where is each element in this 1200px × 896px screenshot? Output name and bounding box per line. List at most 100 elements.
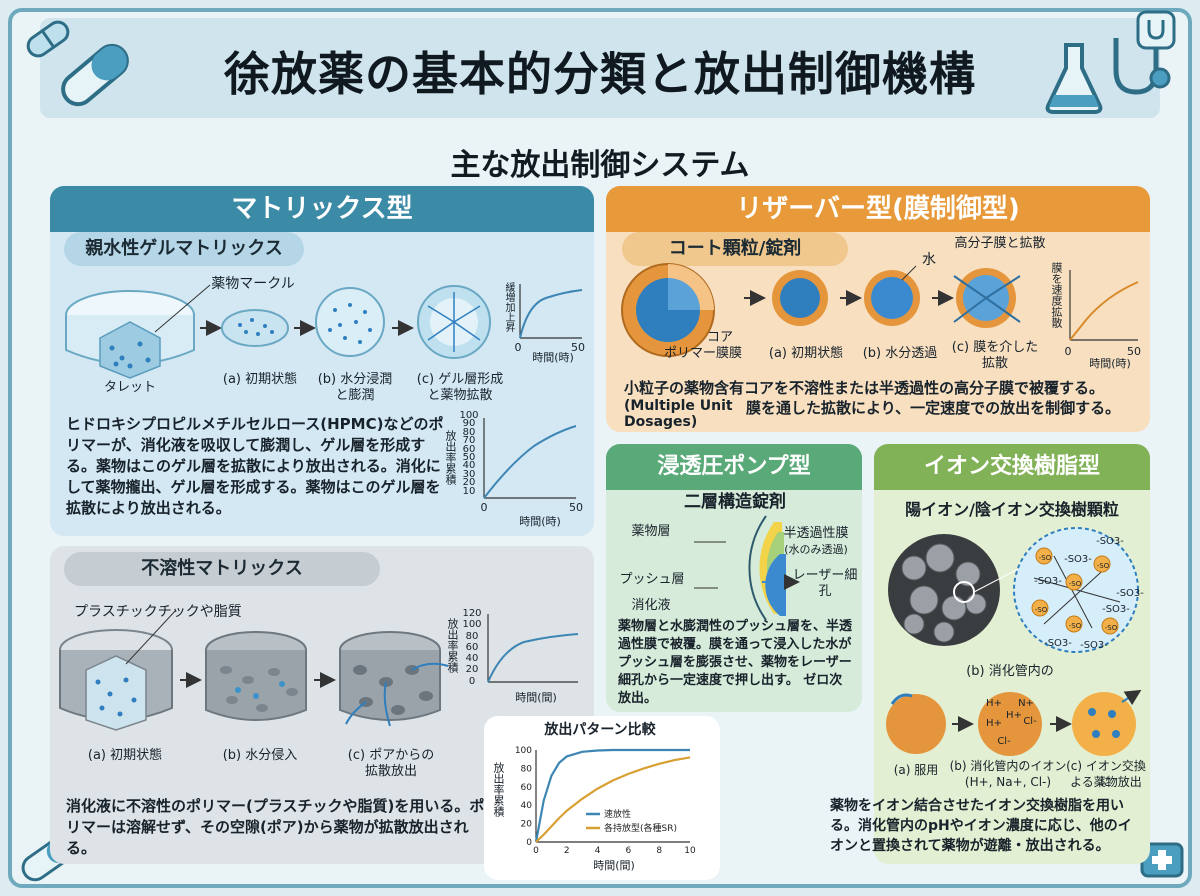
ytick: 90 — [462, 418, 476, 430]
y-tick-label: 60 — [521, 783, 533, 793]
hydrophilic-step-b1: (b) 水分浸潤 — [317, 372, 393, 387]
ion-header: イオン交換樹脂型 — [874, 444, 1150, 490]
ytick: 80 — [465, 630, 479, 642]
ytick: 30 — [462, 468, 476, 480]
tablet-label: タレット — [103, 380, 156, 395]
ion-description: 薬物をイオン結合させたイオン交換樹脂を用いる。消化管内のpHやイオン濃度に応じ、… — [830, 798, 1132, 854]
osmotic-semi-membrane: 半透過性膜 — [783, 526, 849, 541]
hydrophilic-mini-chart — [519, 284, 583, 339]
x-tick-label: 10 — [684, 846, 696, 856]
ion-step-c1: (c) イオン交換に — [1066, 759, 1146, 789]
reservoir-diagram — [621, 263, 1021, 357]
ytick: 20 — [465, 664, 479, 676]
osmotic-semi-note: (水のみ透過) — [784, 543, 848, 556]
mini-chart-x50: 50 — [571, 341, 585, 354]
resin-group: -SO3- — [1096, 536, 1124, 547]
insoluble-yticks: 120 100 80 60 40 20 0 — [460, 608, 484, 687]
release-chart-xlabel: 時間(時) — [519, 515, 561, 528]
reservoir-chart-ylabel: 膜を速度拡散 — [1050, 262, 1063, 328]
osmotic-description: 薬物層と水膨潤性のプッシュ層を、半透過性膜で被覆。膜を通って浸入した水がプッシュ… — [618, 619, 853, 706]
resin-group: -SO3- — [1064, 554, 1092, 565]
ion-symbol: H+ — [986, 718, 1002, 729]
ytick: 70 — [462, 435, 476, 447]
resin-group: -SO3- — [1044, 638, 1072, 649]
osmotic-panel: 浸透圧ポンプ型 — [606, 444, 862, 712]
x-tick-label: 2 — [564, 846, 570, 856]
ytick: 100 — [462, 619, 482, 631]
resin-group: -SO3- — [1102, 604, 1130, 615]
osmotic-push-layer: プッシュ層 — [619, 572, 685, 587]
ytick: 40 — [462, 460, 476, 472]
x-tick-label: 0 — [533, 846, 539, 856]
ion-panel: イオン交換樹脂型 — [874, 444, 1150, 864]
drug-tag: -SO — [1096, 562, 1110, 570]
hydrophilic-step-c1: (c) ゲル層形成 — [416, 372, 504, 387]
comparison-chart-xlabel: 時間(間) — [593, 859, 635, 872]
reservoir-pill: コート顆粒/錠剤 — [622, 232, 848, 266]
x-tick-label: 4 — [595, 846, 601, 856]
reservoir-core-label: コア — [706, 330, 733, 345]
resin-group: -SO3- — [1034, 576, 1062, 587]
reservoir-description-2a: (Multiple Unit — [624, 398, 733, 414]
comparison-chart-title: 放出パターン比較 — [544, 722, 656, 738]
stethoscope-icon — [1113, 38, 1171, 95]
y-tick-label: 40 — [521, 801, 533, 811]
ion-symbol: H+ — [986, 698, 1002, 709]
osmotic-laser-hole-1: レーザー細 — [792, 568, 858, 583]
drug-particle-label: 薬物マークル — [211, 276, 295, 292]
reservoir-polymer-label: ポリマー膜膜 — [663, 346, 742, 361]
ion-symbol: H+ — [1006, 710, 1022, 721]
insoluble-step-c1: (c) ポアからの — [347, 748, 435, 763]
title-band — [40, 18, 1160, 118]
reservoir-header: リザーバー型(膜制御型) — [606, 186, 1150, 232]
ytick: 60 — [462, 443, 476, 455]
insoluble-chart-xlabel: 時間(間) — [515, 691, 557, 704]
stethoscope-icon — [1136, 10, 1176, 50]
insoluble-release-chart — [487, 614, 579, 683]
insoluble-diagram — [59, 609, 449, 731]
osmotic-header: 浸透圧ポンプ型 — [606, 444, 862, 490]
legend-label: 速放性 — [604, 808, 631, 820]
page-subtitle: 主な放出制御システム — [450, 148, 750, 183]
release-chart-ylabel: 放出率累積 — [444, 430, 457, 485]
comparison-chart-card — [484, 716, 720, 880]
ytick: 80 — [462, 426, 476, 438]
insoluble-step-a: (a) 初期状態 — [87, 748, 163, 763]
hydrophilic-pill: 親水性ゲルマトリックス — [64, 232, 304, 266]
reservoir-step-b: (b) 水分透過 — [862, 346, 938, 361]
hydrophilic-step-c2: と薬物拡散 — [427, 388, 493, 403]
reservoir-chart-xlabel: 時間(時) — [1089, 357, 1131, 370]
ytick: 120 — [462, 608, 482, 619]
insoluble-description: 消化液に不溶性のポリマー(プラスチックや脂質)を用いる。ポリマーは溶解せず、その… — [66, 797, 485, 857]
reservoir-chart-x50: 50 — [1127, 345, 1141, 358]
reservoir-step-a: (a) 初期状態 — [768, 346, 844, 361]
hydrophilic-description: ヒドロキシプロピルメチルセルロース(HPMC)などのポリマーが、消化液を吸収して… — [66, 415, 444, 517]
insoluble-chart-ylabel: 放出率累積 — [446, 618, 459, 673]
drug-tag: -SO — [1068, 580, 1082, 588]
ytick: 40 — [465, 653, 479, 665]
y-tick-label: 80 — [521, 764, 533, 774]
capsule-icon — [26, 20, 70, 58]
series-line — [535, 756, 691, 843]
legend-label: 各持放型(各種SR) — [604, 822, 677, 834]
insoluble-step-b: (b) 水分侵入 — [222, 748, 298, 763]
capsule-icon — [61, 43, 129, 107]
ytick: 10 — [462, 485, 476, 497]
y-tick-label: 100 — [515, 746, 532, 756]
ion-step-a: (a) 服用 — [893, 763, 939, 777]
osmotic-laser-hole-2: 孔 — [818, 584, 832, 599]
ytick: 100 — [459, 410, 479, 421]
ion-symbol: Cl- — [997, 736, 1011, 747]
ion-step-c2: よる薬物放出 — [1070, 775, 1142, 789]
y-tick-label: 0 — [526, 838, 532, 848]
hydrophilic-diagram — [65, 284, 491, 379]
series-line — [534, 748, 690, 843]
reservoir-description-1: 小粒子の薬物含有コアを不溶性または半透過性の高分子膜で被覆する。 — [624, 379, 1105, 397]
hydrophilic-release-chart — [483, 418, 577, 499]
insoluble-step-c2: 拡散放出 — [364, 764, 417, 779]
drug-tag: -SO — [1038, 554, 1052, 562]
mini-chart-xlabel: 時間(時) — [532, 351, 574, 364]
hydrophilic-yticks: 100 90 80 70 60 50 40 30 20 10 — [458, 410, 480, 497]
osmotic-drug-layer: 薬物層 — [631, 524, 671, 539]
ion-gi-label: (b) 消化管内の — [966, 664, 1054, 679]
